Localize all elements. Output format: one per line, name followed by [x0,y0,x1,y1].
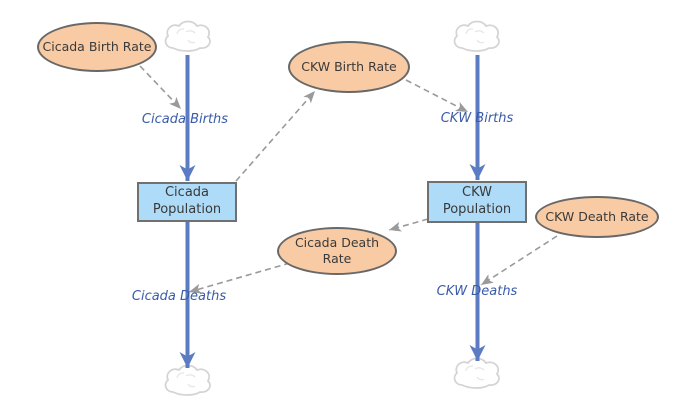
cloud-sink-ckw-deaths[interactable] [453,357,500,389]
variable-cicada-death-rate[interactable]: Cicada Death Rate [277,227,397,275]
variable-label: Cicada Death [294,235,380,251]
stock-label: Cicada [164,185,210,201]
flow-label-ckw-deaths[interactable]: CKW Deaths [436,284,518,299]
connector-ckw-population-to-cicada-death-rate[interactable] [388,218,429,232]
variable-ckw-birth-rate[interactable]: CKW Birth Rate [288,41,410,93]
connector-cicada-birth-rate-to-cicada-births[interactable] [139,65,182,110]
flow-label-cicada-deaths[interactable]: Cicada Deaths [131,289,227,304]
stock-label: Population [152,202,222,217]
connector-ckw-birth-rate-to-ckw-births[interactable] [405,79,469,113]
variable-label: Rate [322,251,352,266]
cloud-source-cicada-births[interactable] [164,20,211,52]
stock-label: Population [442,202,512,217]
stock-cicada-population[interactable]: Cicada Population [137,182,237,222]
flow-label-ckw-births[interactable]: CKW Births [440,111,514,126]
variable-ckw-death-rate[interactable]: CKW Death Rate [535,196,659,238]
variable-label: Cicada Birth Rate [42,39,152,55]
variable-label: CKW Birth Rate [301,59,397,75]
connector-ckw-death-rate-to-ckw-deaths[interactable] [480,235,558,286]
connector-cicada-death-rate-to-cicada-deaths[interactable] [188,262,291,294]
flow-label-cicada-births[interactable]: Cicada Births [141,112,229,127]
connector-cicada-population-to-ckw-birth-rate[interactable] [235,90,316,182]
cloud-source-ckw-births[interactable] [453,20,500,52]
variable-cicada-birth-rate[interactable]: Cicada Birth Rate [37,22,157,72]
variable-label: CKW Death Rate [545,209,649,225]
cloud-sink-cicada-deaths[interactable] [164,364,211,396]
stock-label: CKW [462,185,492,201]
stock-ckw-population[interactable]: CKW Population [427,181,527,223]
